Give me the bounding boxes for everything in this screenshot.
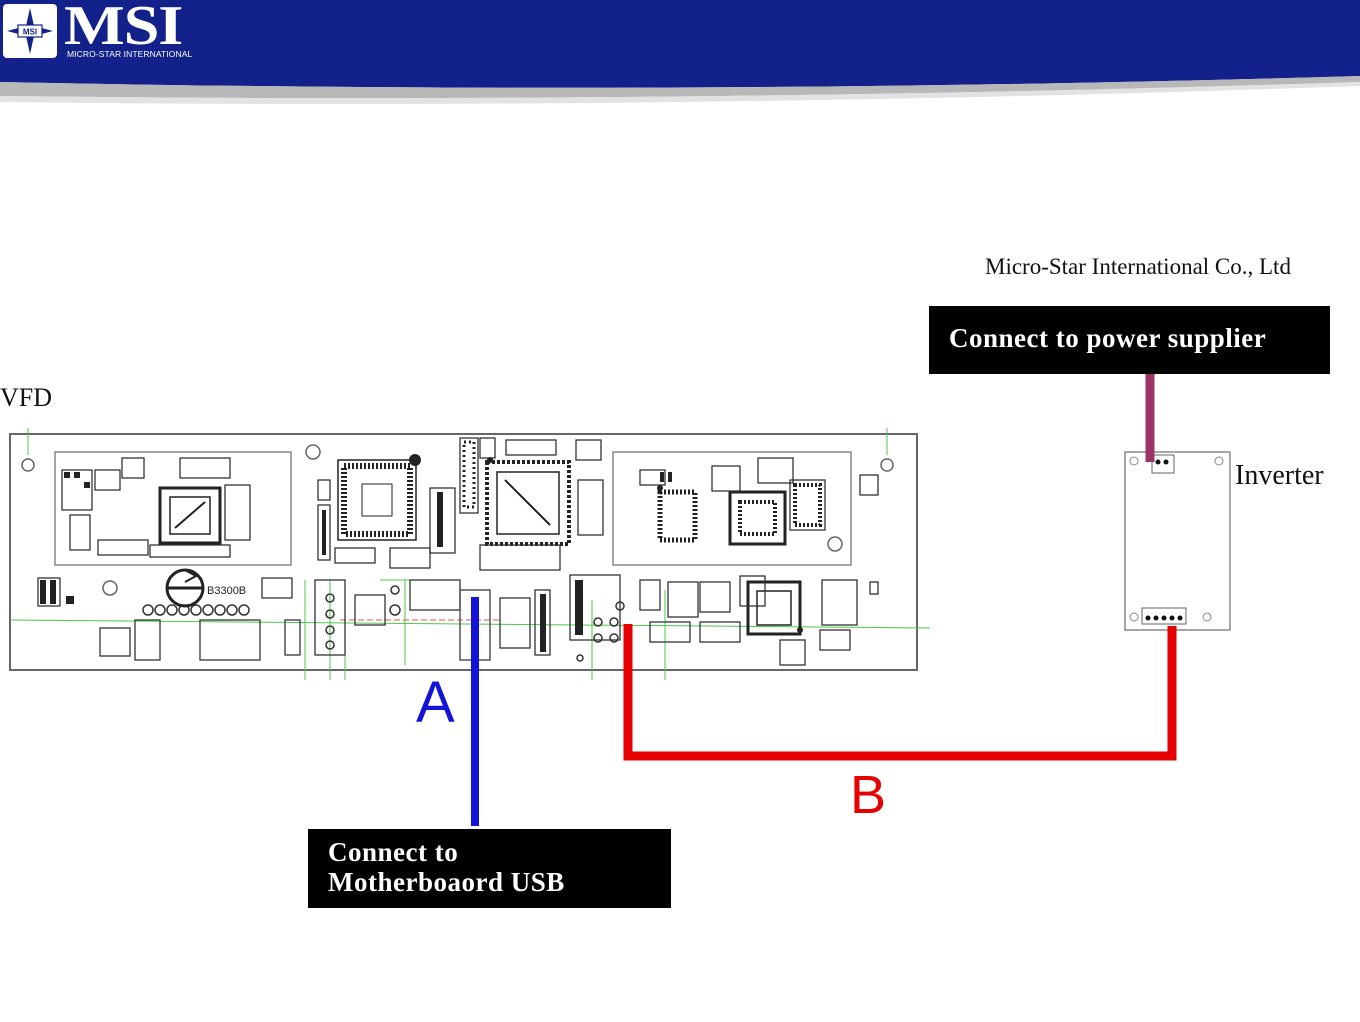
bga-chip-left: [160, 488, 220, 543]
bga-chip-right: [730, 492, 785, 544]
mounting-hole: [881, 459, 893, 471]
mounting-hole: [103, 581, 117, 595]
power-supplier-box: Connect to power supplier: [929, 306, 1330, 374]
bga-chip-center: [338, 460, 416, 540]
cable-b: [628, 624, 1172, 756]
mounting-hole: [306, 445, 320, 459]
component-cluster: [38, 438, 878, 665]
usb-box-line2: Motherboaord USB: [328, 867, 671, 897]
company-name: Micro-Star International Co., Ltd: [985, 254, 1291, 280]
bga-chip-right-small: [660, 492, 695, 540]
usb-box-line1: Connect to: [328, 837, 671, 867]
inverter-label: Inverter: [1235, 460, 1324, 492]
chip-label: B3300B: [207, 585, 246, 597]
cable-a-label: A: [416, 674, 455, 732]
pcb-right-module: [613, 452, 851, 565]
bga-chip-usb: [487, 462, 569, 544]
cable-b-label: B: [850, 768, 886, 822]
mounting-hole: [22, 459, 34, 471]
mounting-hole: [828, 537, 842, 551]
inverter-board: [1125, 452, 1230, 630]
board-label: VFD: [0, 383, 52, 413]
motherboard-usb-box: Connect to Motherboaord USB: [308, 829, 671, 908]
